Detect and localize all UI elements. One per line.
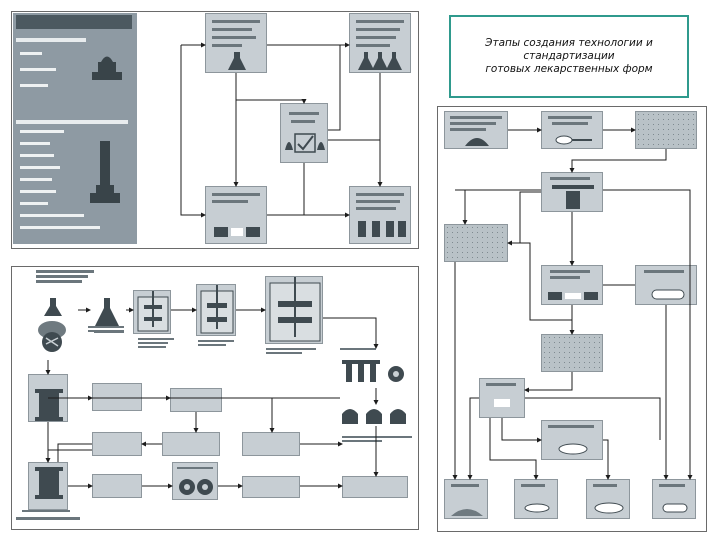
separator-apparatus — [340, 348, 410, 388]
sidebar-list-item — [20, 190, 56, 193]
column-caption — [22, 494, 70, 516]
node-granulation — [444, 224, 508, 262]
process-box-g — [172, 462, 218, 500]
petri-dish-icon — [38, 298, 66, 352]
sidebar-item-1 — [20, 52, 42, 55]
checkmark-icon — [285, 112, 325, 153]
storage-tanks-icon — [342, 409, 406, 424]
column-icon-2 — [35, 467, 63, 499]
stage-box-standardization — [205, 186, 267, 244]
sidebar-list-item — [20, 130, 64, 133]
sidebar-section-label-1 — [16, 38, 86, 42]
fermenter-1 — [133, 290, 171, 334]
node-encapsulation — [635, 265, 697, 305]
column-icon — [35, 389, 63, 421]
stage-box-pilot-production — [349, 13, 411, 73]
sidebar-list-item — [20, 202, 48, 205]
pan-icon — [548, 425, 594, 455]
stage-box-technology — [205, 13, 267, 73]
fermenter-caption-3 — [198, 340, 234, 350]
tank-icon-2 — [200, 285, 234, 334]
process-box-c — [92, 432, 142, 456]
node-granulate — [541, 334, 603, 372]
column-box-2 — [28, 462, 68, 510]
product-capsules — [652, 479, 696, 519]
sidebar-tower-icon — [88, 135, 122, 205]
fermenter-caption-4 — [266, 348, 316, 358]
product-powders — [444, 479, 488, 519]
fermenter-2 — [196, 284, 236, 336]
press-arrows-icon — [486, 383, 516, 407]
sidebar-header — [16, 15, 132, 29]
sidebar-list-item — [20, 214, 84, 217]
centrifuge-icon — [340, 348, 404, 382]
tablet-press-icon — [548, 270, 598, 300]
fermenter-caption-2 — [138, 338, 174, 350]
node-raw-material — [444, 111, 508, 149]
node-mixing — [541, 172, 603, 212]
building-icon — [92, 56, 122, 80]
capsule-icon — [644, 270, 685, 300]
tank-icon-3 — [269, 277, 321, 342]
press-icon — [212, 193, 260, 237]
sidebar-list-item — [20, 178, 52, 181]
flask-icon — [212, 20, 260, 70]
tower-icon — [90, 141, 120, 203]
tanks-row — [340, 404, 412, 426]
sidebar-item-3 — [20, 84, 48, 87]
tank-icon — [137, 291, 169, 332]
rollers-icon — [177, 467, 213, 495]
capsules-icon — [659, 484, 688, 513]
sidebar-section-label-2 — [16, 120, 128, 124]
node-film-coating — [541, 420, 603, 460]
page-title: Этапы создания технологии и стандартизац… — [485, 37, 653, 75]
title-box: Этапы создания технологии и стандартизац… — [449, 15, 689, 98]
node-grinding — [635, 111, 697, 149]
footnote — [16, 517, 80, 520]
top-left-sidebar — [13, 13, 137, 244]
sidebar-list-item — [20, 154, 54, 157]
sidebar-list-item — [20, 142, 50, 145]
heading-bars — [36, 270, 94, 286]
process-box-a — [92, 383, 142, 411]
flasks-icon — [356, 20, 404, 70]
spoon-icon — [548, 116, 592, 145]
node-weighing — [541, 111, 603, 149]
fermenter-3 — [265, 276, 323, 344]
dragee-icon — [593, 484, 624, 514]
mixer-icon — [550, 177, 594, 209]
process-box-f — [92, 474, 142, 498]
flask-with-dish-icon — [30, 296, 78, 356]
sidebar-list-item — [20, 166, 60, 169]
node-tableting — [541, 265, 603, 305]
tablet-icon — [521, 484, 550, 513]
process-box-d — [162, 432, 220, 456]
sidebar-item-2 — [20, 68, 56, 71]
powder-pile-icon — [450, 116, 502, 146]
stage-box-dosage-forms — [349, 186, 411, 244]
fermenter-caption-1 — [88, 326, 124, 334]
process-box-b — [170, 388, 222, 412]
vials-icon — [356, 193, 406, 237]
sidebar-building-icon-small — [90, 48, 124, 82]
powder-icon — [451, 484, 483, 516]
sidebar-list-item — [20, 226, 100, 229]
tanks-caption — [342, 436, 412, 446]
node-coating — [479, 378, 525, 418]
stage-box-quality-control — [280, 103, 328, 163]
process-box-e — [242, 432, 300, 456]
